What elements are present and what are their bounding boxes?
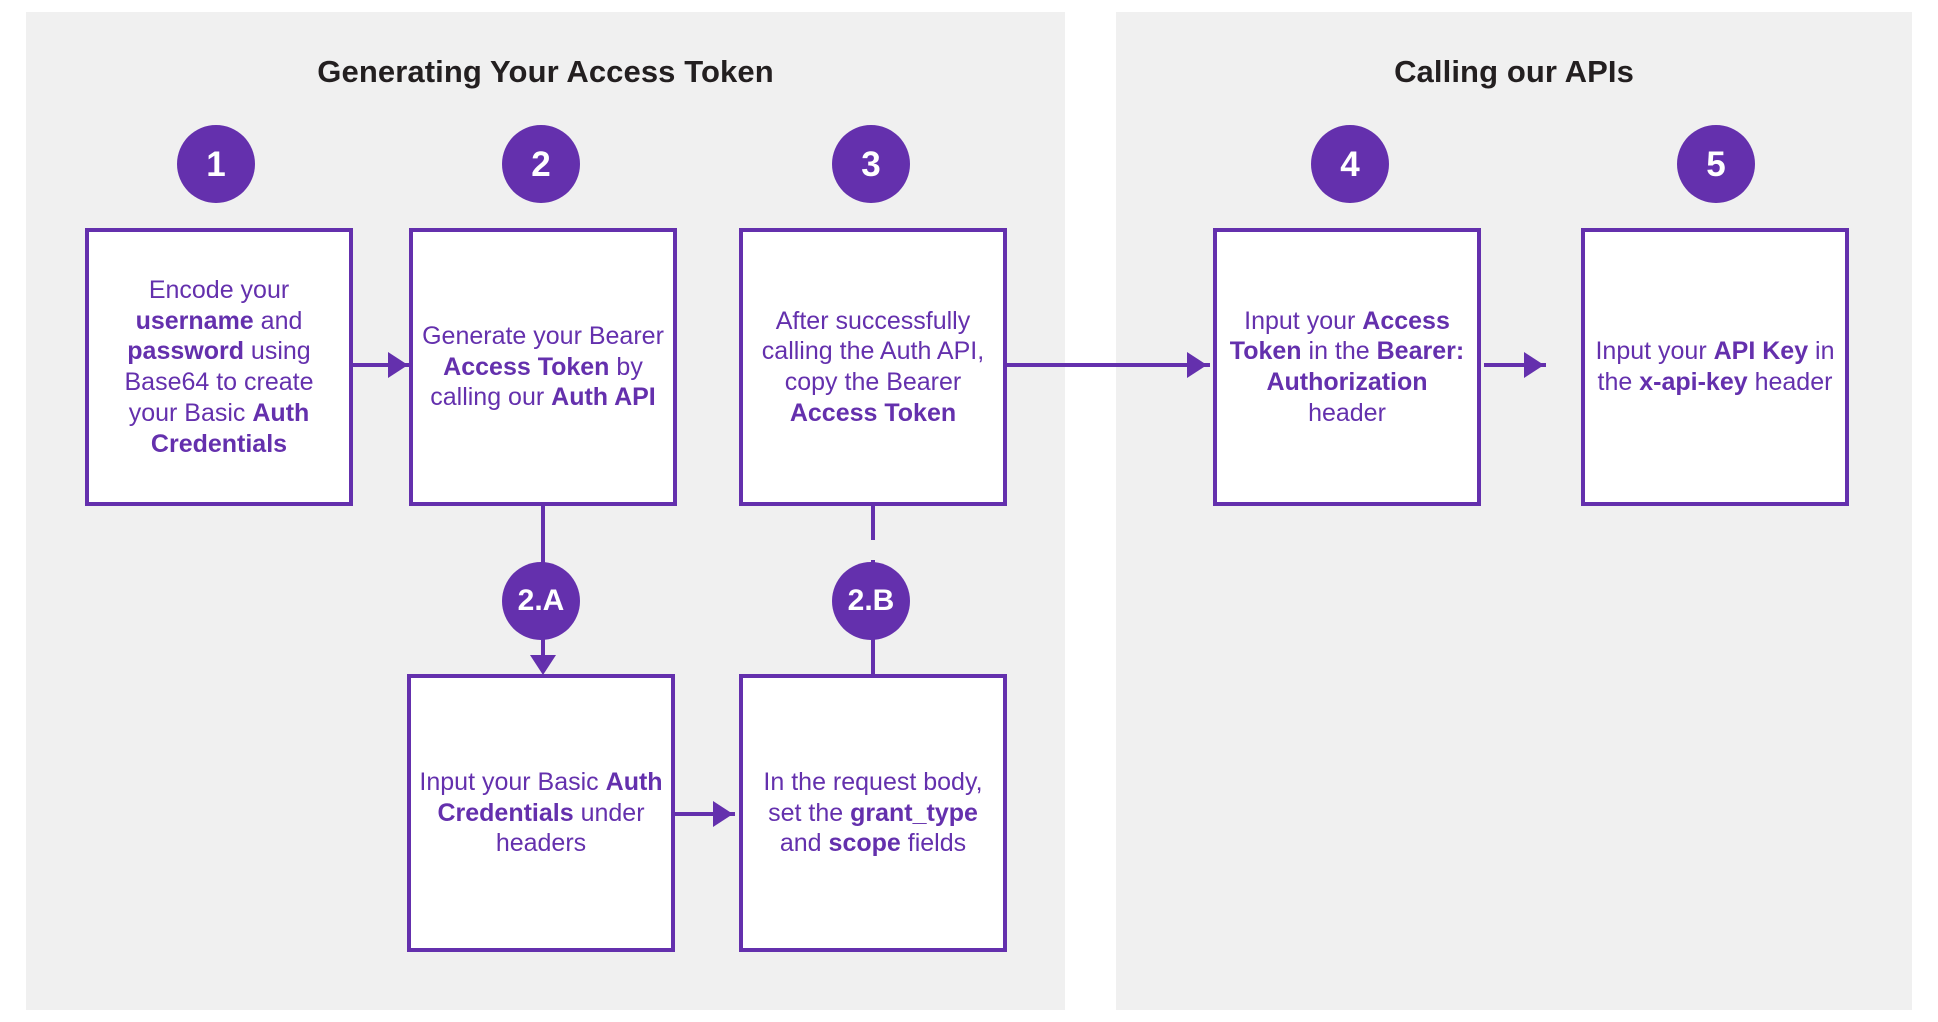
step-box-3[interactable]: After successfully calling the Auth API,…: [739, 228, 1007, 506]
connector-2-to-2a-arrow: [530, 655, 556, 675]
step-badge-2a: 2.A: [502, 562, 580, 640]
connector-2-to-2a-line-top: [541, 500, 545, 580]
step-box-2b-text: In the request body, set the grant_type …: [763, 767, 983, 858]
panel-title-calling: Calling our APIs: [1394, 54, 1634, 89]
step-box-5[interactable]: Input your API Key in the x-api-key head…: [1581, 228, 1849, 506]
step-badge-3: 3: [832, 125, 910, 203]
panel-calling-our-apis: Calling our APIs: [1116, 12, 1912, 1010]
connector-4-to-5-arrow: [1524, 352, 1544, 378]
step-box-1-text: Encode your username and password using …: [124, 275, 314, 458]
connector-3-to-4-arrow: [1187, 352, 1207, 378]
step-box-4-text: Input your Access Token in the Bearer: A…: [1229, 306, 1465, 427]
panel-title-generating: Generating Your Access Token: [317, 54, 774, 89]
connector-1-to-2-line: [350, 363, 412, 367]
step-badge-4: 4: [1311, 125, 1389, 203]
step-box-4[interactable]: Input your Access Token in the Bearer: A…: [1213, 228, 1481, 506]
step-badge-2: 2: [502, 125, 580, 203]
connector-3-to-4-line: [1003, 363, 1210, 367]
step-box-5-text: Input your API Key in the x-api-key head…: [1595, 337, 1835, 396]
connector-2-to-2a-line-bottom: [541, 625, 545, 670]
step-badge-1: 1: [177, 125, 255, 203]
step-badge-5: 5: [1677, 125, 1755, 203]
step-box-3-text: After successfully calling the Auth API,…: [761, 306, 985, 427]
step-box-2a-text: Input your Basic Auth Credentials under …: [419, 767, 663, 858]
step-box-2-text: Generate your Bearer Access Token by cal…: [422, 321, 664, 412]
step-box-2a[interactable]: Input your Basic Auth Credentials under …: [407, 674, 675, 952]
connector-1-to-2-arrow: [388, 352, 408, 378]
step-box-1[interactable]: Encode your username and password using …: [85, 228, 353, 506]
connector-4-to-5-line: [1484, 363, 1546, 367]
connector-2a-to-2b-line: [673, 812, 735, 816]
step-box-2b[interactable]: In the request body, set the grant_type …: [739, 674, 1007, 952]
step-box-2[interactable]: Generate your Bearer Access Token by cal…: [409, 228, 677, 506]
step-badge-2b: 2.B: [832, 562, 910, 640]
connector-2a-to-2b-arrow: [713, 801, 733, 827]
connector-2b-to-3-line-upper: [871, 500, 875, 540]
